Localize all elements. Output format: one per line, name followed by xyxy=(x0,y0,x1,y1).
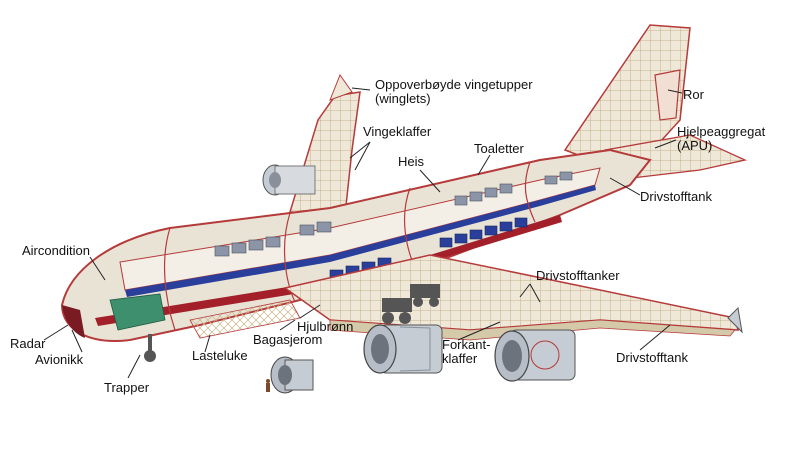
far-engine xyxy=(262,164,316,196)
label-elevator: Heis xyxy=(398,154,425,169)
label-avionics: Avionikk xyxy=(35,352,84,367)
cockpit-area xyxy=(109,293,166,331)
rudder xyxy=(654,69,681,121)
spare-engine xyxy=(270,356,314,394)
label-radar: Radar xyxy=(10,336,46,351)
label-toilets: Toaletter xyxy=(474,141,524,156)
main-seats xyxy=(329,217,528,280)
label-flaps: Vingeklaffer xyxy=(363,124,432,139)
nose-landing-gear xyxy=(144,334,156,362)
nose-radome xyxy=(62,305,85,338)
label-fuel-tanks-wing: Drivstofftanker xyxy=(536,268,620,283)
inner-engine xyxy=(363,324,443,374)
label-winglets: Oppoverbøyde vingetupper (winglets) xyxy=(375,77,533,106)
label-slats: Forkant- klaffer xyxy=(442,337,491,366)
leader-lines xyxy=(43,87,683,379)
person-scale-figure xyxy=(266,379,270,392)
near-winglet xyxy=(727,306,743,334)
label-cargo-door: Lasteluke xyxy=(192,348,248,363)
far-wing xyxy=(289,91,361,216)
label-stairs: Trapper xyxy=(104,380,150,395)
label-rudder: Ror xyxy=(683,87,704,102)
label-wheel-well: Hjulbrønn xyxy=(297,319,354,334)
upper-seats xyxy=(214,171,573,257)
label-fuel-tank-wing: Drivstofftank xyxy=(616,350,689,365)
main-landing-gear xyxy=(382,284,440,324)
upper-deck-floor xyxy=(125,185,596,297)
label-fuel-tank-tail: Drivstofftank xyxy=(640,189,713,204)
outer-engine xyxy=(494,329,576,382)
label-aircondition: Aircondition xyxy=(22,243,90,258)
label-apu: Hjelpeaggregat (APU) xyxy=(677,124,766,153)
far-winglet xyxy=(329,73,353,101)
label-baggage-hold: Bagasjerom xyxy=(253,332,323,347)
